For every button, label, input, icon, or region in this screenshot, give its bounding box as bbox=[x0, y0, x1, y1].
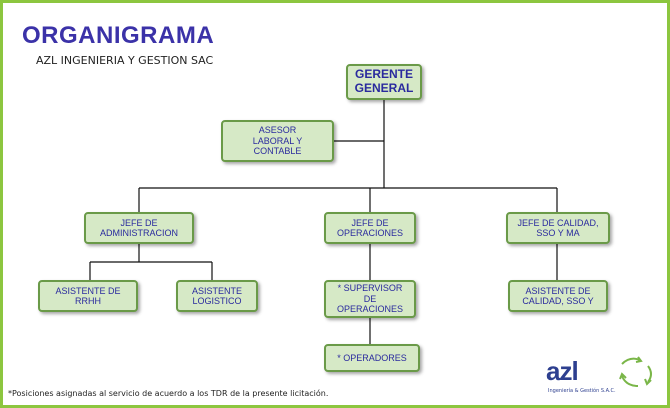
node-jefe-calidad: JEFE DE CALIDAD, SSO Y MA bbox=[506, 212, 610, 244]
node-asistente-logistico: ASISTENTE LOGISTICO bbox=[176, 280, 258, 312]
node-asistente-rrhh: ASISTENTE DE RRHH bbox=[38, 280, 138, 312]
footnote: *Posiciones asignadas al servicio de acu… bbox=[8, 389, 329, 398]
node-operadores: * OPERADORES bbox=[324, 344, 420, 372]
node-jefe-operaciones: JEFE DE OPERACIONES bbox=[324, 212, 416, 244]
node-supervisor-operaciones: * SUPERVISOR DE OPERACIONES bbox=[324, 280, 416, 318]
node-gerente-general: GERENTE GENERAL bbox=[346, 64, 422, 100]
node-jefe-administracion: JEFE DE ADMINISTRACION bbox=[84, 212, 194, 244]
node-asistente-calidad: ASISTENTE DE CALIDAD, SSO Y bbox=[508, 280, 608, 312]
page-title: ORGANIGRAMA bbox=[22, 22, 215, 49]
logo-tagline: Ingeniería & Gestión S.A.C. bbox=[548, 388, 616, 394]
logo-word: azl bbox=[546, 356, 579, 386]
company-name: AZL INGENIERIA Y GESTION SAC bbox=[36, 54, 214, 67]
recycle-arrows-icon bbox=[619, 356, 652, 387]
node-asesor: ASESOR LABORAL Y CONTABLE bbox=[221, 120, 334, 162]
company-logo: azl Ingeniería & Gestión S.A.C. bbox=[536, 352, 664, 402]
